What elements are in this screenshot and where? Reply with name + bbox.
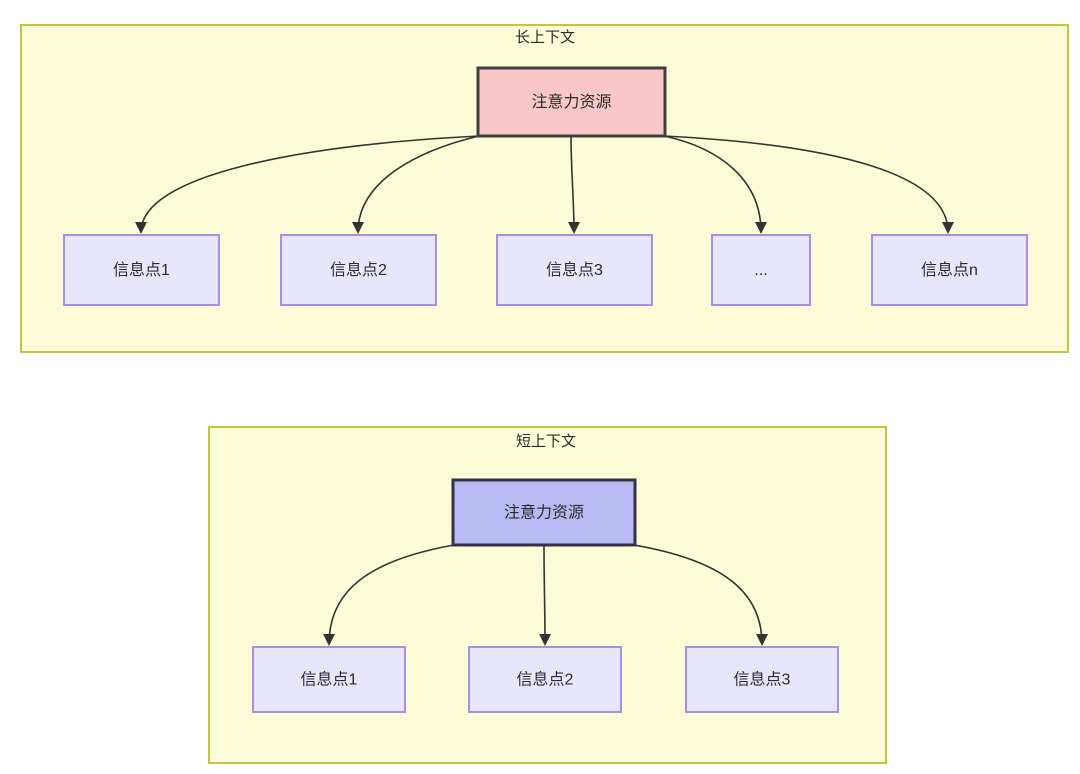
- leaf-node-long-context-0[interactable]: [63, 234, 220, 306]
- leaf-node-label-long-context-0: 信息点1: [113, 261, 170, 279]
- root-node-label-long-context: 注意力资源: [531, 92, 611, 111]
- leaf-node-long-context-1[interactable]: [280, 234, 437, 306]
- edge-long-context-4: [663, 135, 949, 233]
- edge-long-context-3: [663, 135, 762, 233]
- leaf-node-label-long-context-2: 信息点3: [546, 261, 603, 279]
- arrowhead-short-context-0: [323, 634, 335, 646]
- edge-short-context-1: [543, 544, 546, 645]
- leaf-node-label-long-context-3: ...: [754, 262, 767, 279]
- arrowhead-short-context-1: [539, 634, 551, 646]
- panel-title-long-context: 长上下文: [515, 29, 575, 46]
- leaf-node-short-context-0[interactable]: [252, 646, 406, 713]
- arrowhead-short-context-2: [756, 634, 768, 646]
- leaf-node-short-context-2[interactable]: [685, 646, 839, 713]
- edge-short-context-0: [328, 544, 455, 645]
- arrowhead-long-context-2: [568, 222, 580, 234]
- arrowhead-long-context-0: [135, 222, 147, 234]
- leaf-node-label-long-context-1: 信息点2: [330, 261, 387, 279]
- root-node-short-context[interactable]: [451, 478, 637, 547]
- edge-long-context-0: [140, 135, 480, 233]
- leaf-node-short-context-1[interactable]: [468, 646, 622, 713]
- leaf-node-label-short-context-2: 信息点3: [734, 671, 791, 689]
- arrowhead-long-context-4: [942, 222, 954, 234]
- arrowhead-long-context-1: [352, 222, 364, 234]
- leaf-node-long-context-2[interactable]: [496, 234, 653, 306]
- leaf-node-label-short-context-0: 信息点1: [301, 671, 358, 689]
- leaf-node-label-short-context-1: 信息点2: [517, 671, 574, 689]
- root-node-label-short-context: 注意力资源: [504, 503, 584, 522]
- arrowhead-long-context-3: [755, 222, 767, 234]
- panel-title-short-context: 短上下文: [516, 433, 576, 450]
- leaf-node-long-context-3[interactable]: [711, 234, 811, 306]
- leaf-node-long-context-4[interactable]: [871, 234, 1028, 306]
- edge-short-context-2: [633, 544, 763, 645]
- edge-long-context-1: [357, 135, 480, 233]
- leaf-node-label-long-context-4: 信息点n: [921, 261, 978, 279]
- root-node-long-context[interactable]: [476, 66, 667, 138]
